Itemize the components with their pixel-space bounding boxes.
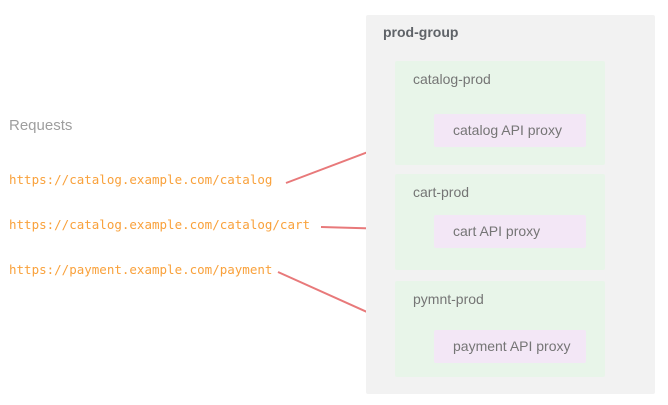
env-cart-prod: cart-prod cart API proxy xyxy=(395,174,605,270)
request-url-catalog: https://catalog.example.com/catalog xyxy=(9,172,273,187)
env-pymnt-prod-label: pymnt-prod xyxy=(413,291,484,307)
request-url-payment: https://payment.example.com/payment xyxy=(9,262,273,277)
request-url-catalog-cart: https://catalog.example.com/catalog/cart xyxy=(9,217,311,232)
prod-group-panel: prod-group catalog-prod catalog API prox… xyxy=(366,15,655,394)
env-catalog-prod: catalog-prod catalog API proxy xyxy=(395,61,605,165)
env-cart-prod-label: cart-prod xyxy=(413,184,470,200)
prod-group-title: prod-group xyxy=(383,24,459,40)
proxy-catalog-api: catalog API proxy xyxy=(434,114,586,147)
env-pymnt-prod: pymnt-prod payment API proxy xyxy=(395,281,605,377)
requests-title: Requests xyxy=(9,117,73,134)
env-catalog-prod-label: catalog-prod xyxy=(413,71,491,87)
proxy-payment-api: payment API proxy xyxy=(434,330,586,363)
proxy-cart-api: cart API proxy xyxy=(434,215,586,248)
